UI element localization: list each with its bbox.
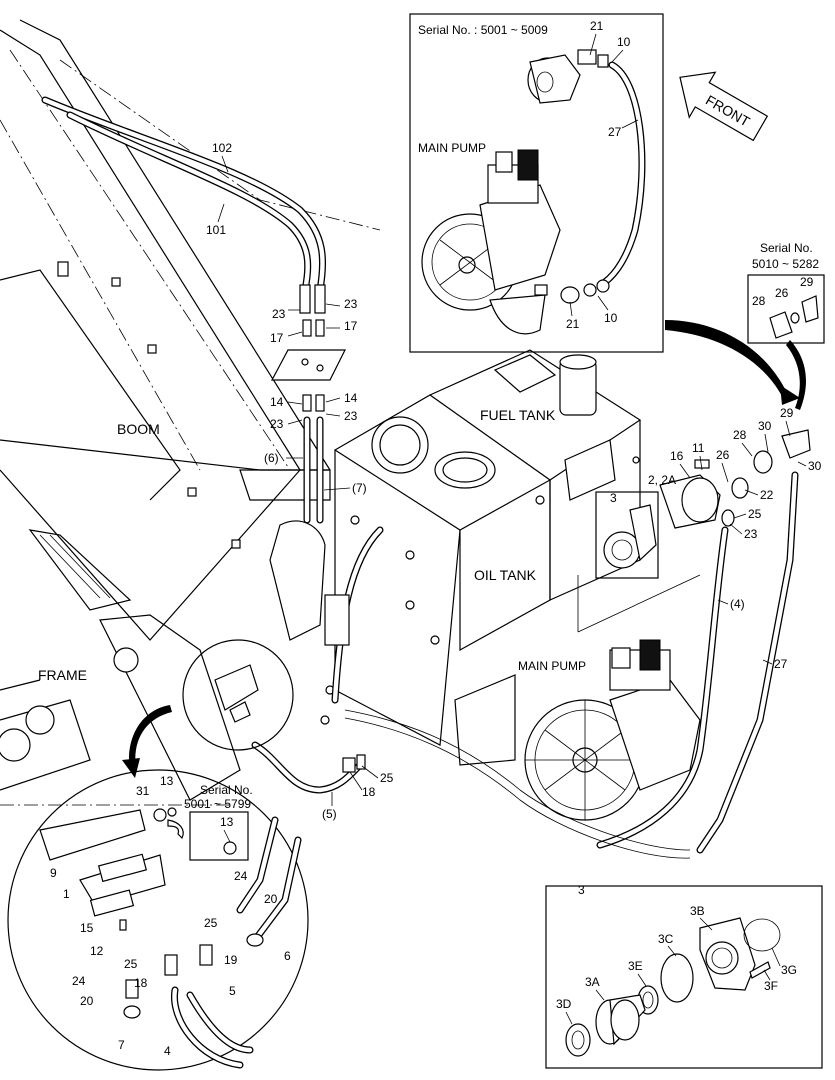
inset-right-serial-line2: 5010 ~ 5282 <box>752 257 819 271</box>
inset-right-callout: 26 <box>775 286 789 300</box>
callout-11: 11 <box>692 441 705 455</box>
inset-top-callout: 27 <box>608 125 622 139</box>
inset-bottom-gear-parts: 3 3B 3C 3E 3A 3D 3G 3F <box>545 883 823 1069</box>
detail-callout: 24 <box>72 974 86 988</box>
detail-callout: 25 <box>124 957 138 971</box>
inset-top-serial: Serial No. : 5001 ~ 5009 <box>418 23 548 37</box>
callout-28: 28 <box>733 428 747 442</box>
boom-hoses <box>41 96 346 524</box>
callout-16: 16 <box>670 449 684 463</box>
tanks <box>320 349 642 766</box>
callout-101: 101 <box>206 223 226 237</box>
label-oil-tank: OIL TANK <box>474 567 537 583</box>
detail-sub-serial-line2: 5001 ~ 5799 <box>184 797 251 811</box>
inset-top-callout: 10 <box>617 35 631 49</box>
callout-17: 17 <box>270 331 284 345</box>
inset-serial-right: Serial No. 5010 ~ 5282 29 26 28 <box>747 241 825 344</box>
label-main-pump: MAIN PUMP <box>518 659 586 673</box>
detail-callout: 6 <box>284 949 291 963</box>
front-arrow: FRONT <box>679 71 769 142</box>
inset-bottom-callout: 3A <box>585 975 600 989</box>
frame-structure <box>0 469 331 806</box>
main-callouts: 102 101 23 23 17 17 14 14 23 23 (6) (7) … <box>206 141 822 821</box>
inset-bottom-title: 3 <box>578 883 585 897</box>
inset-top-callout: 10 <box>604 311 618 325</box>
callout-22: 22 <box>760 488 774 502</box>
main-labels: BOOM FRAME FUEL TANK OIL TANK MAIN PUMP <box>38 407 586 683</box>
callout-14: 14 <box>270 395 284 409</box>
detail-callout: 1 <box>63 887 70 901</box>
callout-2-2a: 2, 2A <box>648 473 676 487</box>
callout-102: 102 <box>212 141 232 155</box>
hose-5 <box>251 741 366 794</box>
label-boom: BOOM <box>117 421 160 437</box>
callout-29: 29 <box>780 406 794 420</box>
inset-top-title: MAIN PUMP <box>418 141 486 155</box>
callout-23: 23 <box>344 297 358 311</box>
callout-7: (7) <box>352 481 367 495</box>
detail-callout: 18 <box>134 976 148 990</box>
detail-callout: 13 <box>160 774 174 788</box>
inset-bottom-callout: 3E <box>628 959 643 973</box>
callout-14: 14 <box>344 391 358 405</box>
inset-bottom-callout: 3F <box>764 979 778 993</box>
detail-callout: 15 <box>80 921 94 935</box>
detail-callout: 7 <box>118 1038 125 1052</box>
detail-callout: 20 <box>80 994 94 1008</box>
detail-circle: Serial No. 5001 ~ 5799 13 31 13 9 1 15 1… <box>7 769 309 1071</box>
callout-30: 30 <box>758 419 772 433</box>
detail-callout: 9 <box>50 866 57 880</box>
callout-30: 30 <box>808 459 822 473</box>
detail-callout: 31 <box>136 784 150 798</box>
callout-3: 3 <box>610 491 617 505</box>
fitting-block-small <box>214 664 259 723</box>
detail-callout: 24 <box>234 869 248 883</box>
callout-17: 17 <box>344 319 358 333</box>
callout-23: 23 <box>744 527 758 541</box>
callout-23: 23 <box>272 307 286 321</box>
detail-callout: 25 <box>204 916 218 930</box>
callout-23: 23 <box>270 417 284 431</box>
detail-sub-serial-line1: Serial No. <box>200 783 253 797</box>
detail-callout: 19 <box>224 953 238 967</box>
inset-top-main-pump: Serial No. : 5001 ~ 5009 MAIN PUMP 21 10… <box>409 13 664 353</box>
inset-bottom-callout: 3G <box>781 963 797 977</box>
callout-5: (5) <box>322 807 337 821</box>
detail-callout: 20 <box>264 892 278 906</box>
inset-top-callout: 21 <box>590 19 604 33</box>
gear-pump-assembly <box>344 429 811 859</box>
detail-callout: 5 <box>229 984 236 998</box>
main-pump-lower <box>524 639 701 821</box>
pointer-arrows <box>122 320 806 778</box>
callout-18: 18 <box>362 785 376 799</box>
inset-bottom-callout: 3B <box>690 904 705 918</box>
inset-bottom-callout: 3C <box>658 932 674 946</box>
inset-top-callout: 21 <box>566 317 580 331</box>
callout-26: 26 <box>716 448 730 462</box>
inset-right-callout: 29 <box>800 275 814 289</box>
inset-right-serial-line1: Serial No. <box>760 241 813 255</box>
callout-25: 25 <box>748 507 762 521</box>
callout-25: 25 <box>380 771 394 785</box>
label-frame: FRAME <box>38 667 87 683</box>
detail-callout: 4 <box>164 1044 171 1058</box>
callout-27: 27 <box>774 657 788 671</box>
callout-4: (4) <box>730 597 745 611</box>
detail-callout: 12 <box>90 944 104 958</box>
inset-right-callout: 28 <box>752 294 766 308</box>
callout-23: 23 <box>344 409 358 423</box>
inset-bottom-callout: 3D <box>556 997 572 1011</box>
callout-6: (6) <box>264 451 279 465</box>
detail-sub-callout: 13 <box>220 815 234 829</box>
label-fuel-tank: FUEL TANK <box>480 407 556 423</box>
detail-marker-circle <box>182 639 294 751</box>
